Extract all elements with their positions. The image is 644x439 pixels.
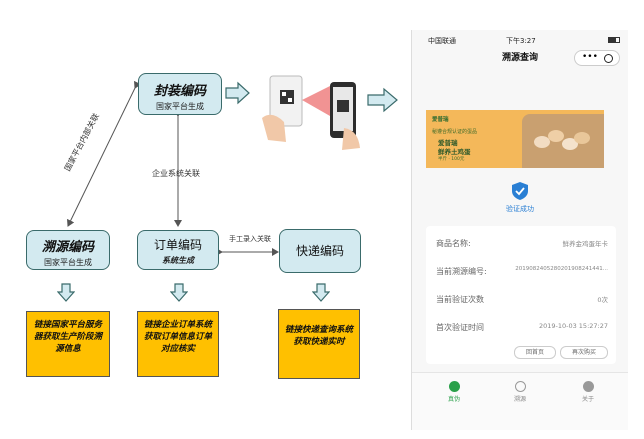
more-icon[interactable]: ••• [582, 52, 598, 62]
order-code-title: 订单编码 [153, 238, 202, 252]
order-outcome-box: 链接企业订单系统获取订单信息订单对应核实 [137, 311, 219, 377]
tab-authenticity[interactable]: 真伪 [429, 381, 479, 403]
banner-brand: 爱普瑞 [432, 117, 449, 123]
right-arrow-1 [225, 81, 250, 105]
banner-line3: 鲜养土鸡蛋 [438, 148, 471, 156]
info-row-trace-number: 当前溯源编号: 2019082405280201908241441... [436, 266, 608, 277]
trace-icon [514, 381, 526, 392]
banner-line2: 爱普瑞 [438, 139, 458, 147]
mini-program-capsule[interactable]: ••• [574, 50, 620, 66]
tab-about[interactable]: 关于 [563, 381, 613, 403]
status-time: 下午3:27 [506, 37, 536, 45]
shield-check-icon [448, 381, 460, 392]
phone-screen: 中国联通 下午3:27 溯源查询 ••• 爱普瑞 秘遵合规认证的蛋品 爱普瑞 鲜… [411, 30, 628, 430]
down-arrow-trace [57, 283, 75, 302]
info-label: 当前验证次数 [436, 295, 484, 304]
trace-code-box: 溯源编码 国家平台生成 [26, 230, 110, 270]
verify-check-icon [512, 182, 528, 200]
nav-title: 溯源查询 [501, 53, 538, 63]
banner-eggs-graphic [534, 128, 594, 158]
package-code-box: 封装编码 国家平台生成 [138, 73, 222, 115]
tab-label: 溯源 [513, 396, 526, 403]
manual-link-label: 手工录入关联 [229, 235, 271, 243]
info-row-verify-count: 当前验证次数 0次 [436, 294, 608, 305]
right-arrow-2 [367, 87, 398, 113]
buy-again-button[interactable]: 再次购买 [560, 346, 608, 359]
order-code-sub: 系统生成 [162, 256, 194, 265]
package-code-sub: 国家平台生成 [156, 102, 204, 111]
info-row-product: 商品名称: 鲜养金鸡蛋年卡 [436, 238, 608, 249]
info-label: 商品名称: [436, 239, 471, 248]
express-code-title: 快递编码 [295, 244, 344, 258]
info-value: 2019-10-03 15:27:27 [538, 322, 608, 330]
info-label: 当前溯源编号: [436, 267, 487, 276]
trace-code-title: 溯源编码 [41, 240, 94, 255]
info-value: 2019082405280201908241441... [515, 266, 608, 272]
package-code-title: 封装编码 [153, 84, 206, 99]
verify-status-text: 验证成功 [506, 205, 534, 213]
tab-label: 关于 [581, 396, 594, 403]
banner-line4: 半斤 · 100元 [438, 157, 465, 162]
product-banner: 爱普瑞 秘遵合规认证的蛋品 爱普瑞 鲜养土鸡蛋 半斤 · 100元 [426, 110, 604, 168]
trace-outcome-box: 链接国家平台服务器获取生产阶段溯源信息 [26, 311, 110, 377]
info-label: 首次验证时间 [436, 323, 484, 332]
info-icon [582, 381, 594, 392]
tab-trace[interactable]: 溯源 [495, 381, 545, 403]
tab-label: 真伪 [447, 396, 460, 403]
scan-illustration [258, 68, 362, 158]
info-row-first-verify: 首次验证时间 2019-10-03 15:27:27 [436, 322, 608, 333]
down-arrow-express [312, 283, 330, 302]
info-value: 鲜养金鸡蛋年卡 [562, 240, 609, 248]
down-arrow-order [170, 283, 188, 302]
bottom-tab-bar: 真伪 溯源 关于 [412, 372, 628, 430]
trace-code-sub: 国家平台生成 [44, 258, 92, 267]
order-code-box: 订单编码 系统生成 [137, 230, 219, 270]
battery-icon [608, 37, 620, 43]
info-value: 0次 [597, 296, 608, 304]
national-link-line [67, 80, 142, 227]
express-code-box: 快递编码 [279, 229, 361, 273]
banner-line1: 秘遵合规认证的蛋品 [432, 129, 478, 135]
enterprise-link-label: 企业系统关联 [152, 169, 200, 178]
carrier-label: 中国联通 [428, 37, 456, 45]
home-button[interactable]: 回首页 [514, 346, 556, 359]
express-outcome-box: 链接快递查询系统获取快递实时 [278, 309, 360, 379]
trace-info-card: 商品名称: 鲜养金鸡蛋年卡 当前溯源编号: 201908240528020190… [426, 226, 616, 364]
close-target-icon[interactable] [604, 54, 613, 63]
status-bar: 中国联通 下午3:27 [412, 30, 628, 46]
